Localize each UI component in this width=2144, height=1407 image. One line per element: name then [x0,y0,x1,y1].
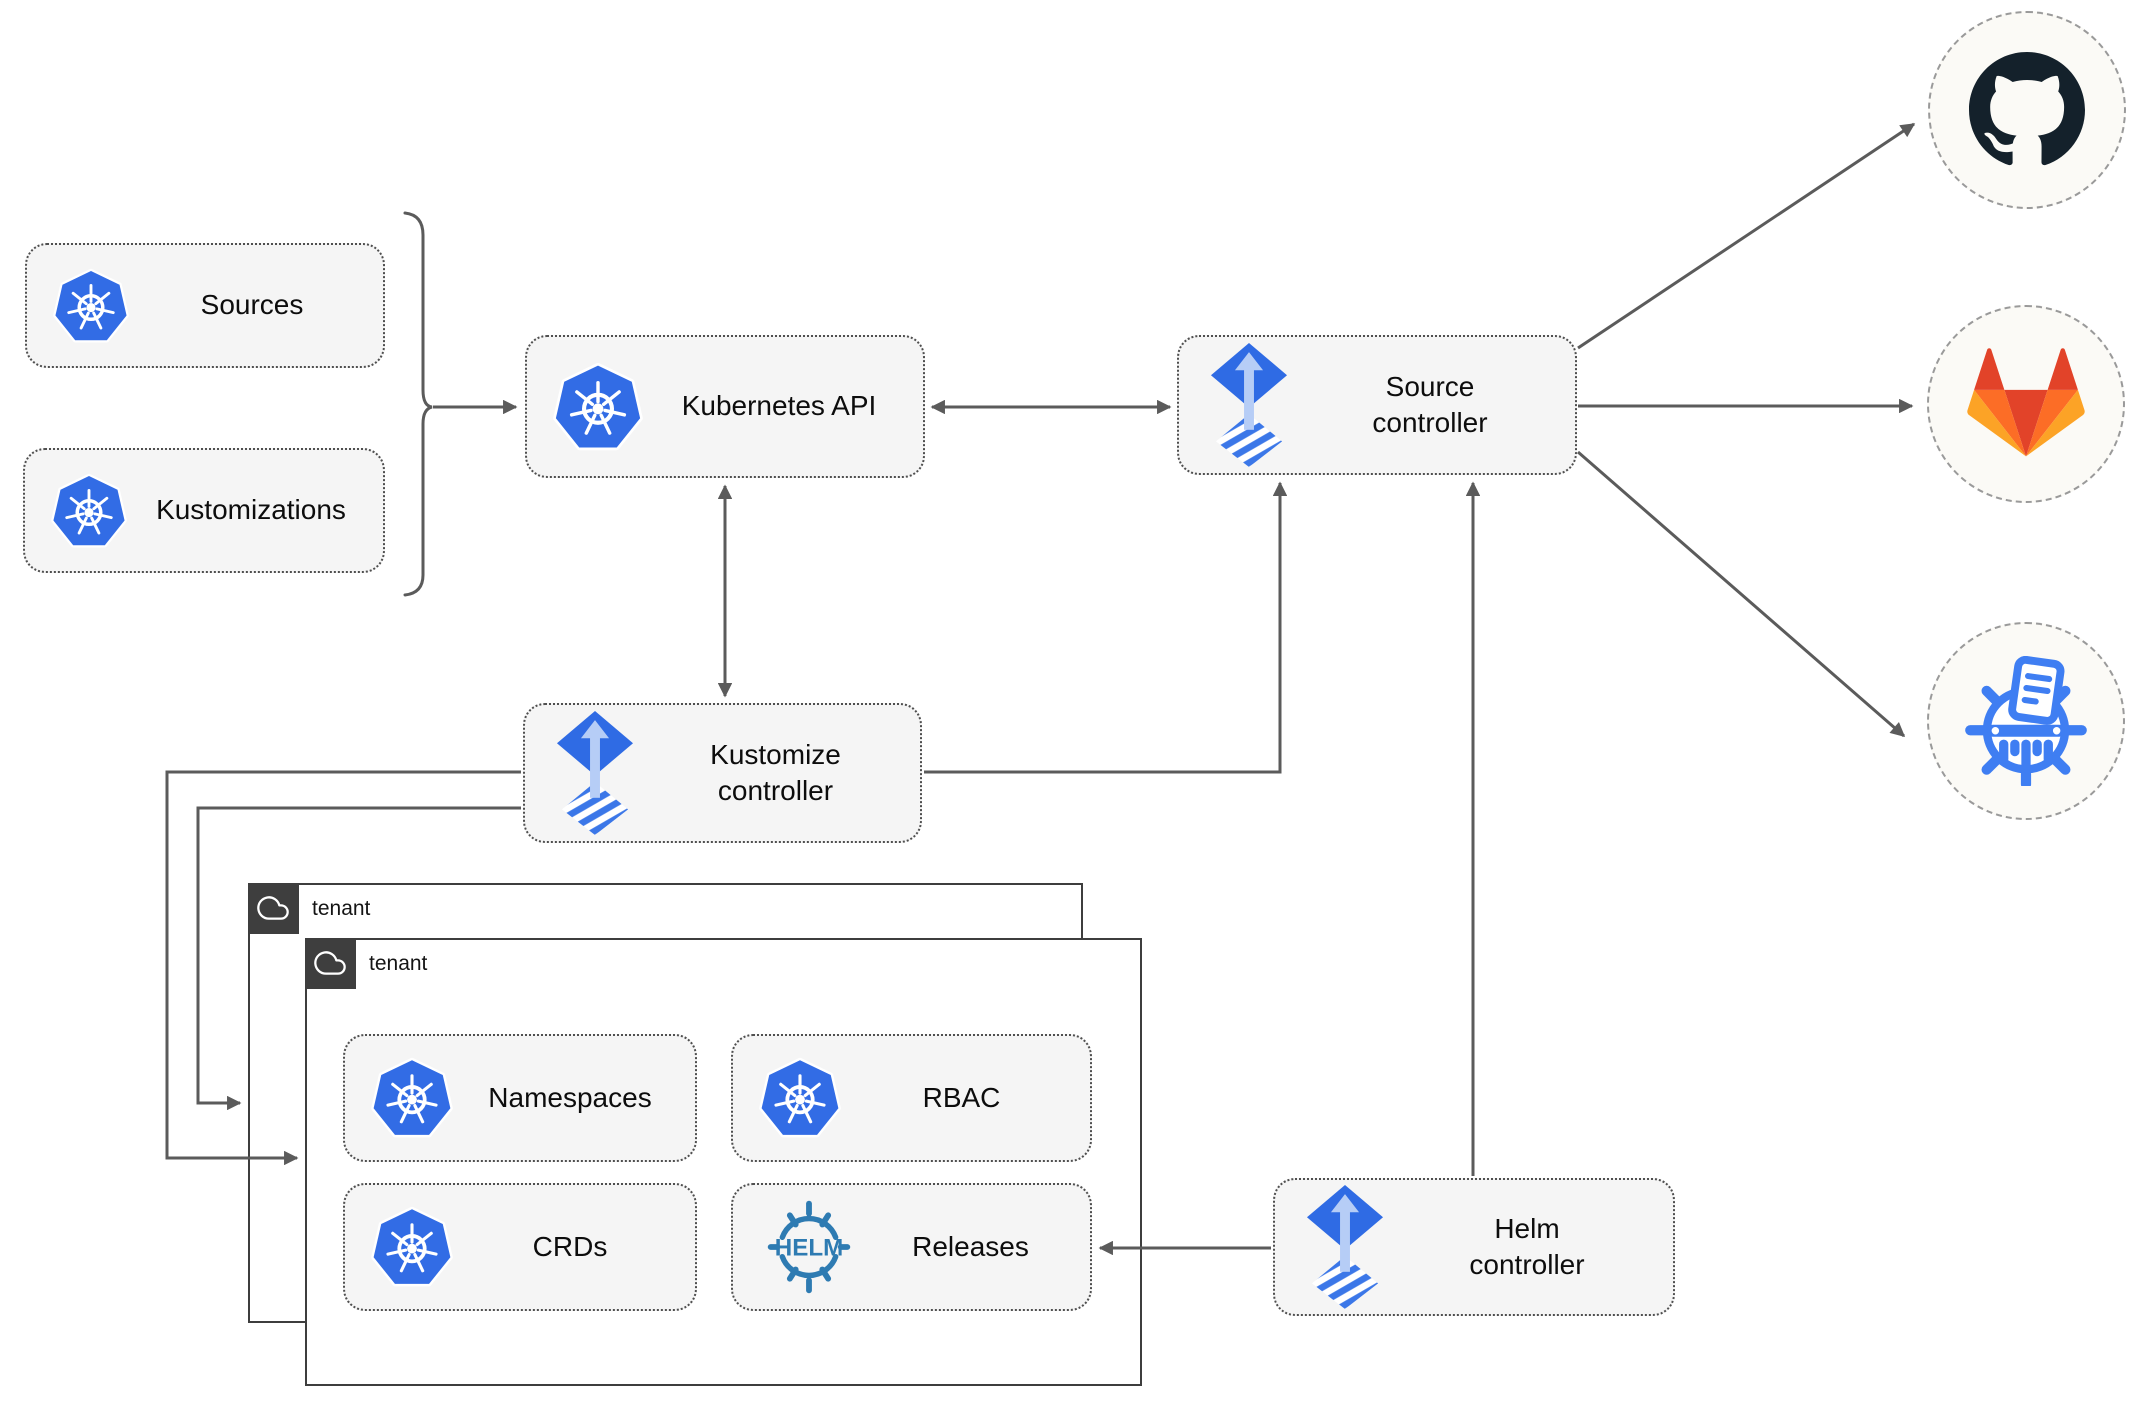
kubernetes-icon [53,268,129,344]
tenant-label: tenant [312,896,371,920]
node-label: CRDs [532,1230,608,1262]
cloud-icon [257,892,289,924]
tenant-label: tenant [369,951,428,975]
kubernetes-icon [553,362,643,452]
harbor-registry-icon [1961,656,2091,786]
node-releases: HELM Releases [731,1183,1092,1311]
node-label: Sources [200,289,304,321]
node-sources: Sources [25,243,385,368]
cloud-tab [247,882,299,934]
node-label: Source controller [1372,370,1488,438]
github-icon [1969,52,2085,168]
provider-github [1928,11,2126,209]
edge-source-to-harbor [1577,450,1906,738]
kubernetes-icon [51,473,127,549]
tenant-group-front: tenant [304,937,1142,1386]
node-rbac: RBAC [731,1034,1092,1162]
edge-kustomize-to-source [924,481,1288,774]
node-kubernetes-api: Kubernetes API [525,335,925,478]
node-kustomizations: Kustomizations [23,448,385,573]
cloud-icon [314,947,346,979]
provider-harbor [1927,622,2125,820]
node-label: Kustomize controller [710,738,841,806]
helm-logo-text: HELM [775,1234,843,1261]
helm-icon: HELM [767,1200,851,1294]
kubernetes-icon [371,1206,453,1288]
node-label: Namespaces [488,1081,652,1113]
node-label: Kustomizations [156,494,346,526]
node-label: RBAC [922,1081,1001,1113]
flux-icon [1205,343,1293,467]
node-namespaces: Namespaces [343,1034,697,1162]
grouping-brace [403,211,433,597]
gitlab-icon [1965,345,2087,463]
node-label: Releases [912,1230,1029,1262]
provider-gitlab [1927,305,2125,503]
node-crds: CRDs [343,1183,697,1311]
flux-icon [1301,1185,1389,1309]
kubernetes-icon [371,1057,453,1139]
node-source-controller: Source controller [1177,335,1577,475]
kubernetes-icon [759,1057,841,1139]
node-label: Helm controller [1469,1212,1585,1280]
node-helm-controller: Helm controller [1273,1178,1675,1316]
node-kustomize-controller: Kustomize controller [523,703,922,843]
cloud-tab [304,937,356,989]
edge-source-to-github [1577,122,1916,350]
node-label: Kubernetes API [681,390,877,422]
flux-icon [551,711,639,835]
